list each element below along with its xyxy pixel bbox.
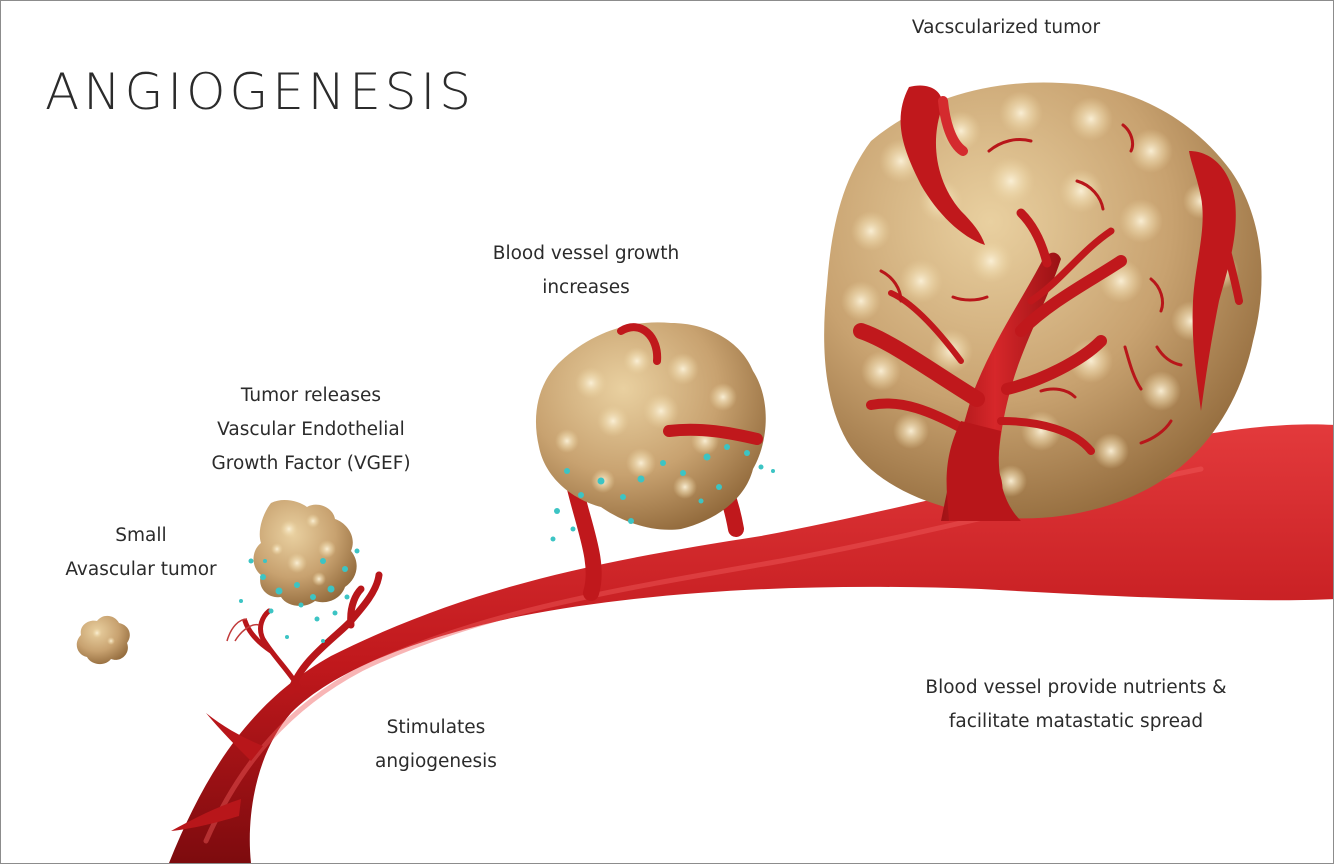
label-line: Blood vessel provide nutrients & (856, 671, 1296, 705)
label-line: Growth Factor (VGEF) (176, 447, 446, 481)
main-blood-vessel (169, 424, 1333, 863)
label-line: Vascular Endothelial (176, 413, 446, 447)
label-line: Avascular tumor (41, 553, 241, 587)
diagram-title: ANGIOGENESIS (45, 67, 475, 117)
label-blood-vessel-growth: Blood vessel growth increases (451, 237, 721, 305)
label-line: Blood vessel growth (451, 237, 721, 271)
label-line: increases (451, 271, 721, 305)
label-vascularized-tumor: Vacscularized tumor (851, 11, 1161, 45)
label-line: Small (41, 519, 241, 553)
label-line: Tumor releases (176, 379, 446, 413)
label-line: angiogenesis (311, 745, 561, 779)
small-avascular-tumor (77, 616, 130, 664)
label-nutrients-metastatic-spread: Blood vessel provide nutrients & facilit… (856, 671, 1296, 739)
label-stimulates-angiogenesis: Stimulates angiogenesis (311, 711, 561, 779)
label-line: facilitate matastatic spread (856, 705, 1296, 739)
label-small-avascular-tumor: Small Avascular tumor (41, 519, 241, 587)
label-line: Vacscularized tumor (851, 11, 1161, 45)
label-tumor-releases-vegf: Tumor releases Vascular Endothelial Grow… (176, 379, 446, 481)
label-line: Stimulates (311, 711, 561, 745)
